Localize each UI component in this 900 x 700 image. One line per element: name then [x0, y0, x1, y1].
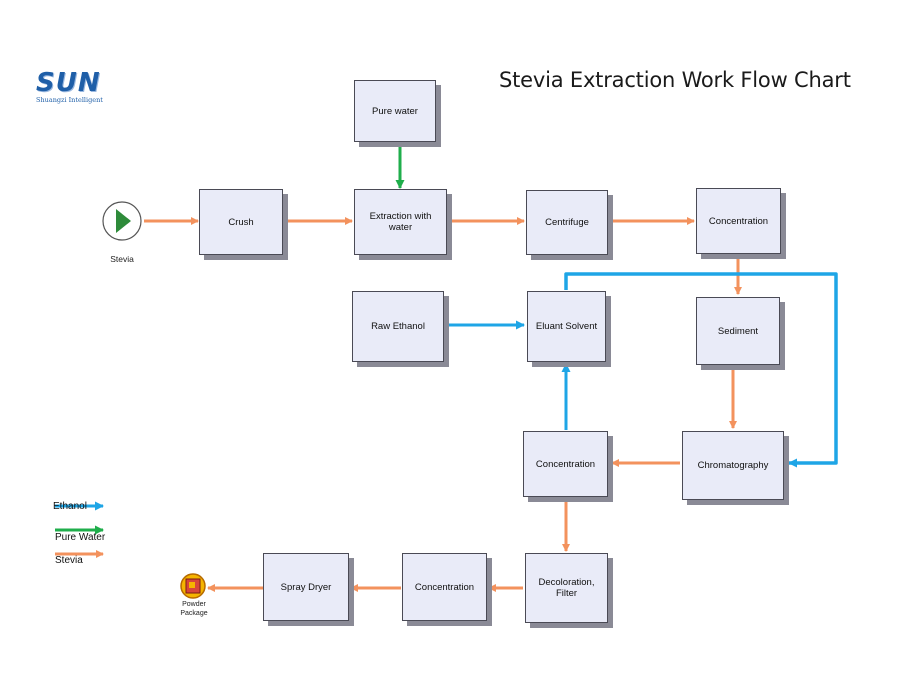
box-crush: Crush	[199, 189, 283, 255]
box-decoloration-filter: Decoloration, Filter	[525, 553, 608, 623]
company-logo: SUN Shuangzi Intelligent	[36, 70, 136, 104]
box-extraction: Extraction with water	[354, 189, 447, 255]
logo-wordmark: SUN	[36, 68, 101, 98]
arrow-eluant-to-chromatography	[564, 272, 838, 468]
end-label-line2: Package	[180, 610, 208, 617]
box-eluant-solvent: Eluant Solvent	[527, 291, 606, 362]
box-crush-label: Crush	[228, 216, 254, 228]
box-raw-ethanol: Raw Ethanol	[352, 291, 444, 362]
box-spray-dryer-label: Spray Dryer	[280, 581, 332, 593]
legend-stevia-label: Stevia	[55, 555, 83, 566]
box-sediment-label: Sediment	[717, 325, 759, 337]
box-sediment: Sediment	[696, 297, 780, 365]
start-icon	[102, 201, 142, 241]
box-concentration-1-label: Concentration	[708, 215, 769, 227]
box-chromatography-label: Chromatography	[697, 460, 769, 471]
start-label: Stevia	[110, 254, 134, 264]
box-concentration-2: Concentration	[523, 431, 608, 497]
box-concentration-2-label: Concentration	[535, 458, 596, 470]
box-eluant-solvent-label: Eluant Solvent	[535, 321, 598, 332]
box-chromatography: Chromatography	[682, 431, 784, 500]
box-spray-dryer: Spray Dryer	[263, 553, 349, 621]
box-raw-ethanol-label: Raw Ethanol	[371, 321, 425, 332]
package-icon	[180, 573, 206, 599]
chart-title: Stevia Extraction Work Flow Chart	[499, 68, 851, 92]
box-concentration-3-label: Concentration	[414, 581, 475, 593]
box-decoloration-filter-label: Decoloration, Filter	[538, 577, 595, 599]
legend-ethanol-label: Ethanol	[53, 501, 87, 512]
arrow-pure-water-to-extraction	[391, 141, 405, 189]
box-concentration-1: Concentration	[696, 188, 781, 254]
box-concentration-3: Concentration	[402, 553, 487, 621]
end-label-line1: Powder	[182, 601, 206, 608]
logo-subtitle: Shuangzi Intelligent	[36, 96, 103, 104]
box-pure-water: Pure water	[354, 80, 436, 142]
box-centrifuge: Centrifuge	[526, 190, 608, 255]
legend-water-label: Pure Water	[55, 532, 106, 543]
box-centrifuge-label: Centrifuge	[545, 217, 589, 228]
box-pure-water-label: Pure water	[372, 105, 418, 117]
box-extraction-label: Extraction with water	[369, 211, 432, 233]
